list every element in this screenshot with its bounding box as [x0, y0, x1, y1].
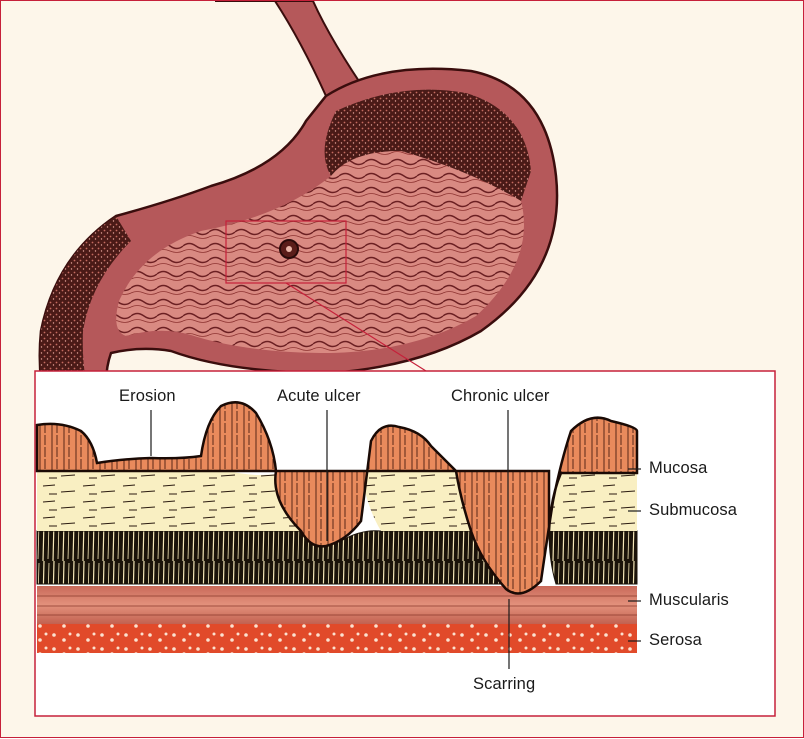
label-muscularis: Muscularis [649, 591, 729, 610]
label-scarring: Scarring [473, 675, 535, 694]
label-serosa: Serosa [649, 631, 702, 650]
label-acute-ulcer: Acute ulcer [277, 387, 361, 406]
label-erosion: Erosion [119, 387, 176, 406]
serosa-layer [37, 623, 637, 653]
muscularis-layer [37, 586, 637, 624]
label-submucosa: Submucosa [649, 501, 737, 520]
label-chronic-ulcer: Chronic ulcer [451, 387, 550, 406]
label-mucosa: Mucosa [649, 459, 707, 478]
